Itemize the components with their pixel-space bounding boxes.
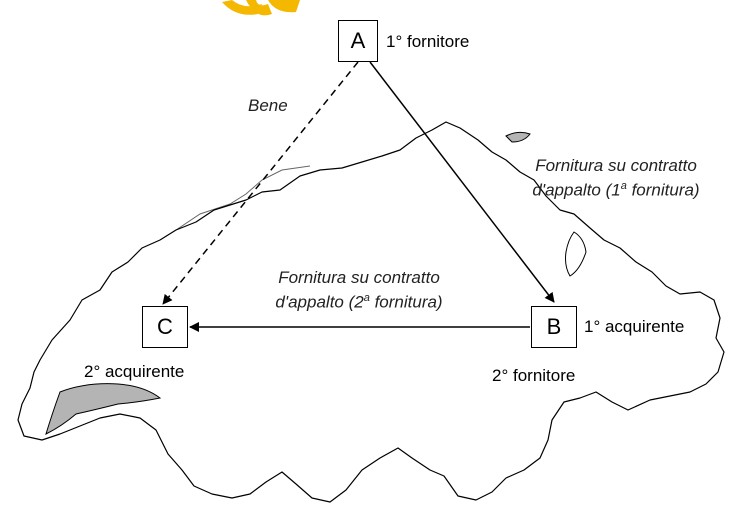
edge-a-c-label: Bene [248, 96, 288, 115]
node-c: C [142, 306, 188, 348]
edge-a-b-label: Fornitura su contratto d'appalto (1a for… [485, 156, 747, 201]
edge-a-b-label-line1: Fornitura su contratto [535, 156, 697, 175]
country-outline [17, 121, 725, 503]
edge-b-c-label: Fornitura su contratto d'appalto (2a for… [228, 268, 490, 313]
node-c-role-below: 2° acquirente [84, 362, 185, 381]
node-a-letter: A [350, 28, 366, 53]
node-b-letter: B [546, 314, 562, 339]
node-b-role-right: 1° acquirente [584, 317, 685, 336]
lake-constance [505, 131, 531, 143]
logo-fragment [222, 0, 300, 16]
lake-geneva [45, 383, 162, 435]
node-b-role-below: 2° fornitore [492, 366, 576, 385]
node-a: A [338, 20, 378, 62]
node-c-letter: C [157, 314, 173, 339]
edge-a-to-b [369, 61, 555, 303]
node-b: B [531, 306, 577, 348]
canton-border [175, 165, 311, 231]
edge-b-c-label-line2: d'appalto (2a fornitura) [275, 292, 443, 312]
edge-b-c-label-line1: Fornitura su contratto [278, 268, 440, 287]
enclave-shape [565, 231, 587, 277]
edge-a-b-label-line2: d'appalto (1a fornitura) [532, 180, 700, 200]
edge-a-to-c [162, 61, 359, 305]
node-a-role: 1° fornitore [386, 32, 470, 51]
